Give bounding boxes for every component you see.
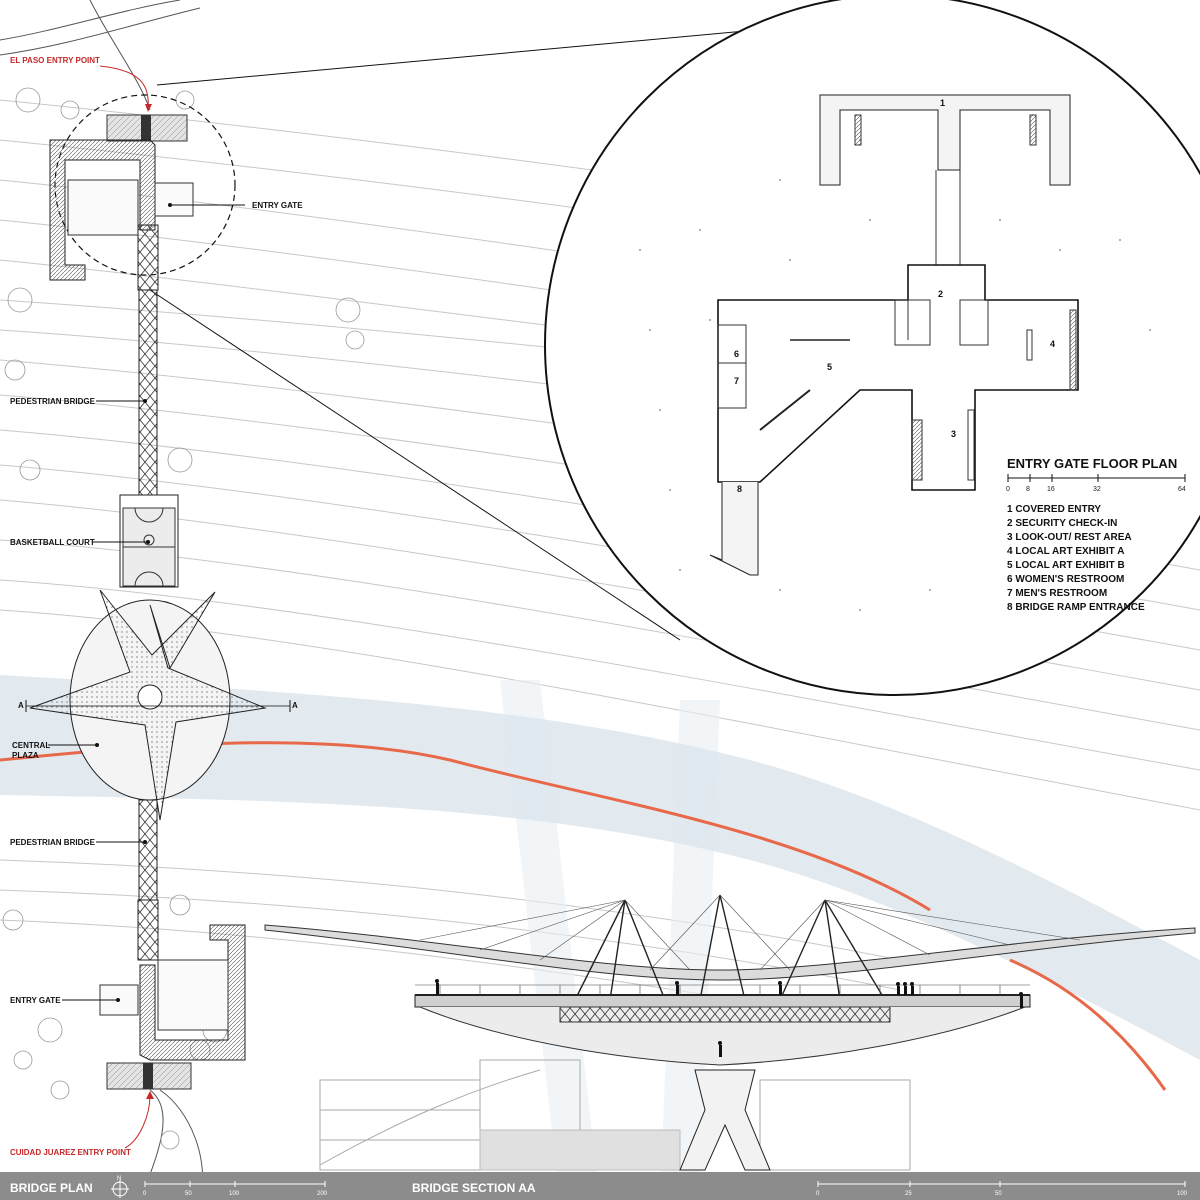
room-number-7: 7 — [734, 376, 739, 386]
footer-bar — [0, 1172, 1200, 1200]
section-scale-bar — [817, 1181, 1186, 1187]
el-paso-entry-label: EL PASO ENTRY POINT — [10, 56, 100, 65]
pedestrian-bridge-bottom-label: PEDESTRIAN BRIDGE — [10, 838, 96, 847]
room-number-4: 4 — [1050, 339, 1055, 349]
floor-scale-tick-32: 32 — [1093, 486, 1101, 493]
section-scale-tick-100: 100 — [1177, 1191, 1188, 1197]
room-number-8: 8 — [737, 484, 742, 494]
room-number-6: 6 — [734, 349, 739, 359]
north-arrow-icon — [111, 1180, 129, 1198]
entry-gate-bottom-label: ENTRY GATE — [10, 996, 61, 1005]
floor-plan-title: ENTRY GATE FLOOR PLAN — [1007, 456, 1177, 471]
floor-scale-tick-64: 64 — [1178, 486, 1186, 493]
bridge-plan: A A — [18, 94, 298, 1090]
north-mark: N — [117, 1176, 121, 1182]
plan-scale-tick-50: 50 — [185, 1191, 192, 1197]
room-number-5: 5 — [827, 362, 832, 372]
bridge-section — [264, 894, 1196, 1171]
bridge-deck-top — [137, 224, 159, 291]
floor-scale-tick-8: 8 — [1026, 486, 1030, 493]
section-scale-tick-50: 50 — [995, 1191, 1002, 1197]
floor-plan-scale-bar — [1007, 474, 1186, 482]
pedestrian-bridge-truss-top — [138, 289, 158, 496]
entry-gate-building-top — [49, 139, 156, 281]
bridge-section-title: BRIDGE SECTION AA — [412, 1181, 536, 1195]
floor-plan-detail: 1 2 3 4 5 6 7 8 ENTRY GATE FLOOR PLAN 0 … — [544, 0, 1200, 696]
legend-item-4: 4 LOCAL ART EXHIBIT A — [1007, 546, 1124, 557]
section-support — [679, 1069, 771, 1171]
legend-item-3: 3 LOOK-OUT/ REST AREA — [1007, 532, 1132, 543]
pedestrian-bridge-truss-bottom — [138, 799, 158, 901]
section-canopy — [264, 924, 1196, 981]
legend-item-1: 1 COVERED ENTRY — [1007, 504, 1101, 515]
room-number-3: 3 — [951, 429, 956, 439]
room-number-2: 2 — [938, 289, 943, 299]
section-deck — [414, 994, 1031, 1008]
bridge-plan-title: BRIDGE PLAN — [10, 1181, 93, 1195]
legend-item-5: 5 LOCAL ART EXHIBIT B — [1007, 560, 1125, 571]
plan-scale-tick-200: 200 — [317, 1191, 328, 1197]
section-scale-tick-0: 0 — [816, 1191, 820, 1197]
plan-scale-tick-100: 100 — [229, 1191, 240, 1197]
central-plaza-label-line2: PLAZA — [12, 751, 39, 760]
basketball-court-label: BASKETBALL COURT — [10, 538, 95, 547]
plan-scale-bar — [144, 1181, 326, 1187]
plan-scale-tick-0: 0 — [143, 1191, 147, 1197]
central-plaza-label-line1: CENTRAL — [12, 741, 50, 750]
section-scale-tick-25: 25 — [905, 1191, 912, 1197]
section-marker-right: A — [292, 701, 298, 710]
legend-item-8: 8 BRIDGE RAMP ENTRANCE — [1007, 602, 1145, 613]
legend-item-6: 6 WOMEN'S RESTROOM — [1007, 574, 1124, 585]
plan-labels: EL PASO ENTRY POINT ENTRY GATE PEDESTRIA… — [10, 56, 303, 1157]
floor-scale-tick-0: 0 — [1006, 486, 1010, 493]
bridge-deck-bottom — [137, 899, 159, 961]
room-number-1: 1 — [940, 98, 945, 108]
legend-item-2: 2 SECURITY CHECK-IN — [1007, 518, 1117, 529]
pedestrian-bridge-top-label: PEDESTRIAN BRIDGE — [10, 397, 96, 406]
floor-scale-tick-16: 16 — [1047, 486, 1055, 493]
rio-grande-river — [0, 675, 1200, 1060]
juarez-entry-label: CUIDAD JUAREZ ENTRY POINT — [10, 1148, 131, 1157]
international-border-line-2 — [1009, 958, 1167, 1091]
entry-gate-top-label: ENTRY GATE — [252, 201, 303, 210]
entry-gate-building-bottom — [139, 924, 246, 1061]
legend-item-7: 7 MEN'S RESTROOM — [1007, 588, 1107, 599]
section-marker-left: A — [18, 701, 24, 710]
